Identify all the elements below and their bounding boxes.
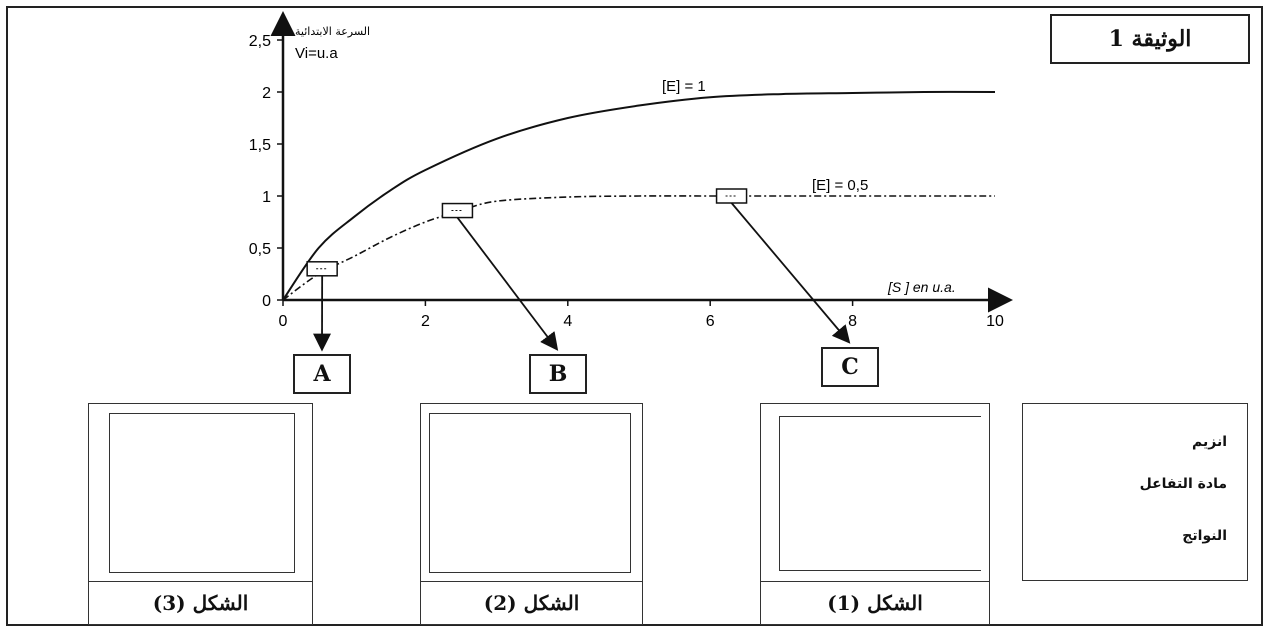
series-label-e1: [E] = 1 — [662, 78, 706, 95]
x-tick-label: 6 — [706, 313, 715, 330]
series-line-e1 — [282, 90, 996, 301]
label-a: A — [313, 361, 331, 387]
panel-figure-2-frame — [429, 413, 631, 573]
arrow-to-c — [730, 202, 851, 344]
legend-box: انزيم مادة التفاعل النواتج — [1022, 403, 1248, 581]
legend-enzyme-label: انزيم — [1192, 434, 1227, 450]
label-box-b: B — [529, 354, 587, 394]
x-tick-label: 4 — [563, 313, 572, 330]
document-frame — [6, 6, 1263, 626]
annotations-layer — [306, 188, 851, 352]
panel-figure-1-caption: الشكل (1) — [761, 581, 989, 624]
y-tick-label: 2,5 — [249, 33, 271, 50]
label-b: B — [548, 361, 568, 387]
axes-layer: 0 2 4 6 8 10 0 0,5 1 1,5 2 2,5 السرعة الابتدائية Vi=u… — [249, 11, 1013, 330]
panel-figure-2: الشكل (2) — [420, 403, 643, 625]
series-label-e05: [E] = 0,5 — [812, 177, 868, 194]
document-title-box: الوثيقة 1 — [1050, 14, 1250, 64]
series-line-e05 — [282, 195, 995, 301]
y-tick-label: 2 — [262, 85, 271, 102]
panel-figure-1-left-line — [779, 416, 780, 570]
y-tick-label: 0 — [262, 293, 271, 310]
x-axis-label: [S ] en u.a. — [887, 279, 956, 295]
panel-figure-3: الشكل (3) — [88, 403, 313, 625]
legend-substrate-label: مادة التفاعل — [1139, 476, 1227, 492]
panel-figure-1-top-line — [779, 416, 981, 417]
x-tick-label: 2 — [421, 313, 430, 330]
y-axis-label: السرعة الابتدائية — [295, 25, 370, 38]
panel-figure-2-caption: الشكل (2) — [421, 581, 642, 624]
panel-figure-3-frame — [109, 413, 295, 573]
y-tick-label: 1,5 — [249, 137, 271, 154]
curves-layer: [E] = 1 [E] = 0,5 — [282, 78, 996, 301]
panel-figure-3-caption: الشكل (3) — [89, 581, 312, 624]
x-tick-label: 8 — [848, 313, 857, 330]
y-tick-label: 0,5 — [249, 241, 271, 258]
document-title: الوثيقة 1 — [1108, 26, 1192, 52]
x-tick-label: 0 — [279, 313, 288, 330]
x-tick-label: 10 — [986, 313, 1004, 330]
panel-figure-1: الشكل (1) — [760, 403, 990, 625]
label-c: C — [841, 354, 859, 380]
legend-enzyme: انزيم — [1192, 434, 1227, 450]
label-box-a: A — [293, 354, 351, 394]
label-box-c: C — [821, 347, 879, 387]
legend-substrate: مادة التفاعل — [1140, 476, 1227, 492]
y-tick-label: 1 — [262, 189, 271, 206]
panel-figure-1-bottom-line — [779, 570, 981, 571]
arrow-to-b — [456, 217, 559, 351]
y-axis-label-2: Vi=u.a — [295, 45, 338, 62]
legend-products-label: النواتج — [1182, 528, 1227, 544]
legend-products: النواتج — [1182, 528, 1227, 544]
